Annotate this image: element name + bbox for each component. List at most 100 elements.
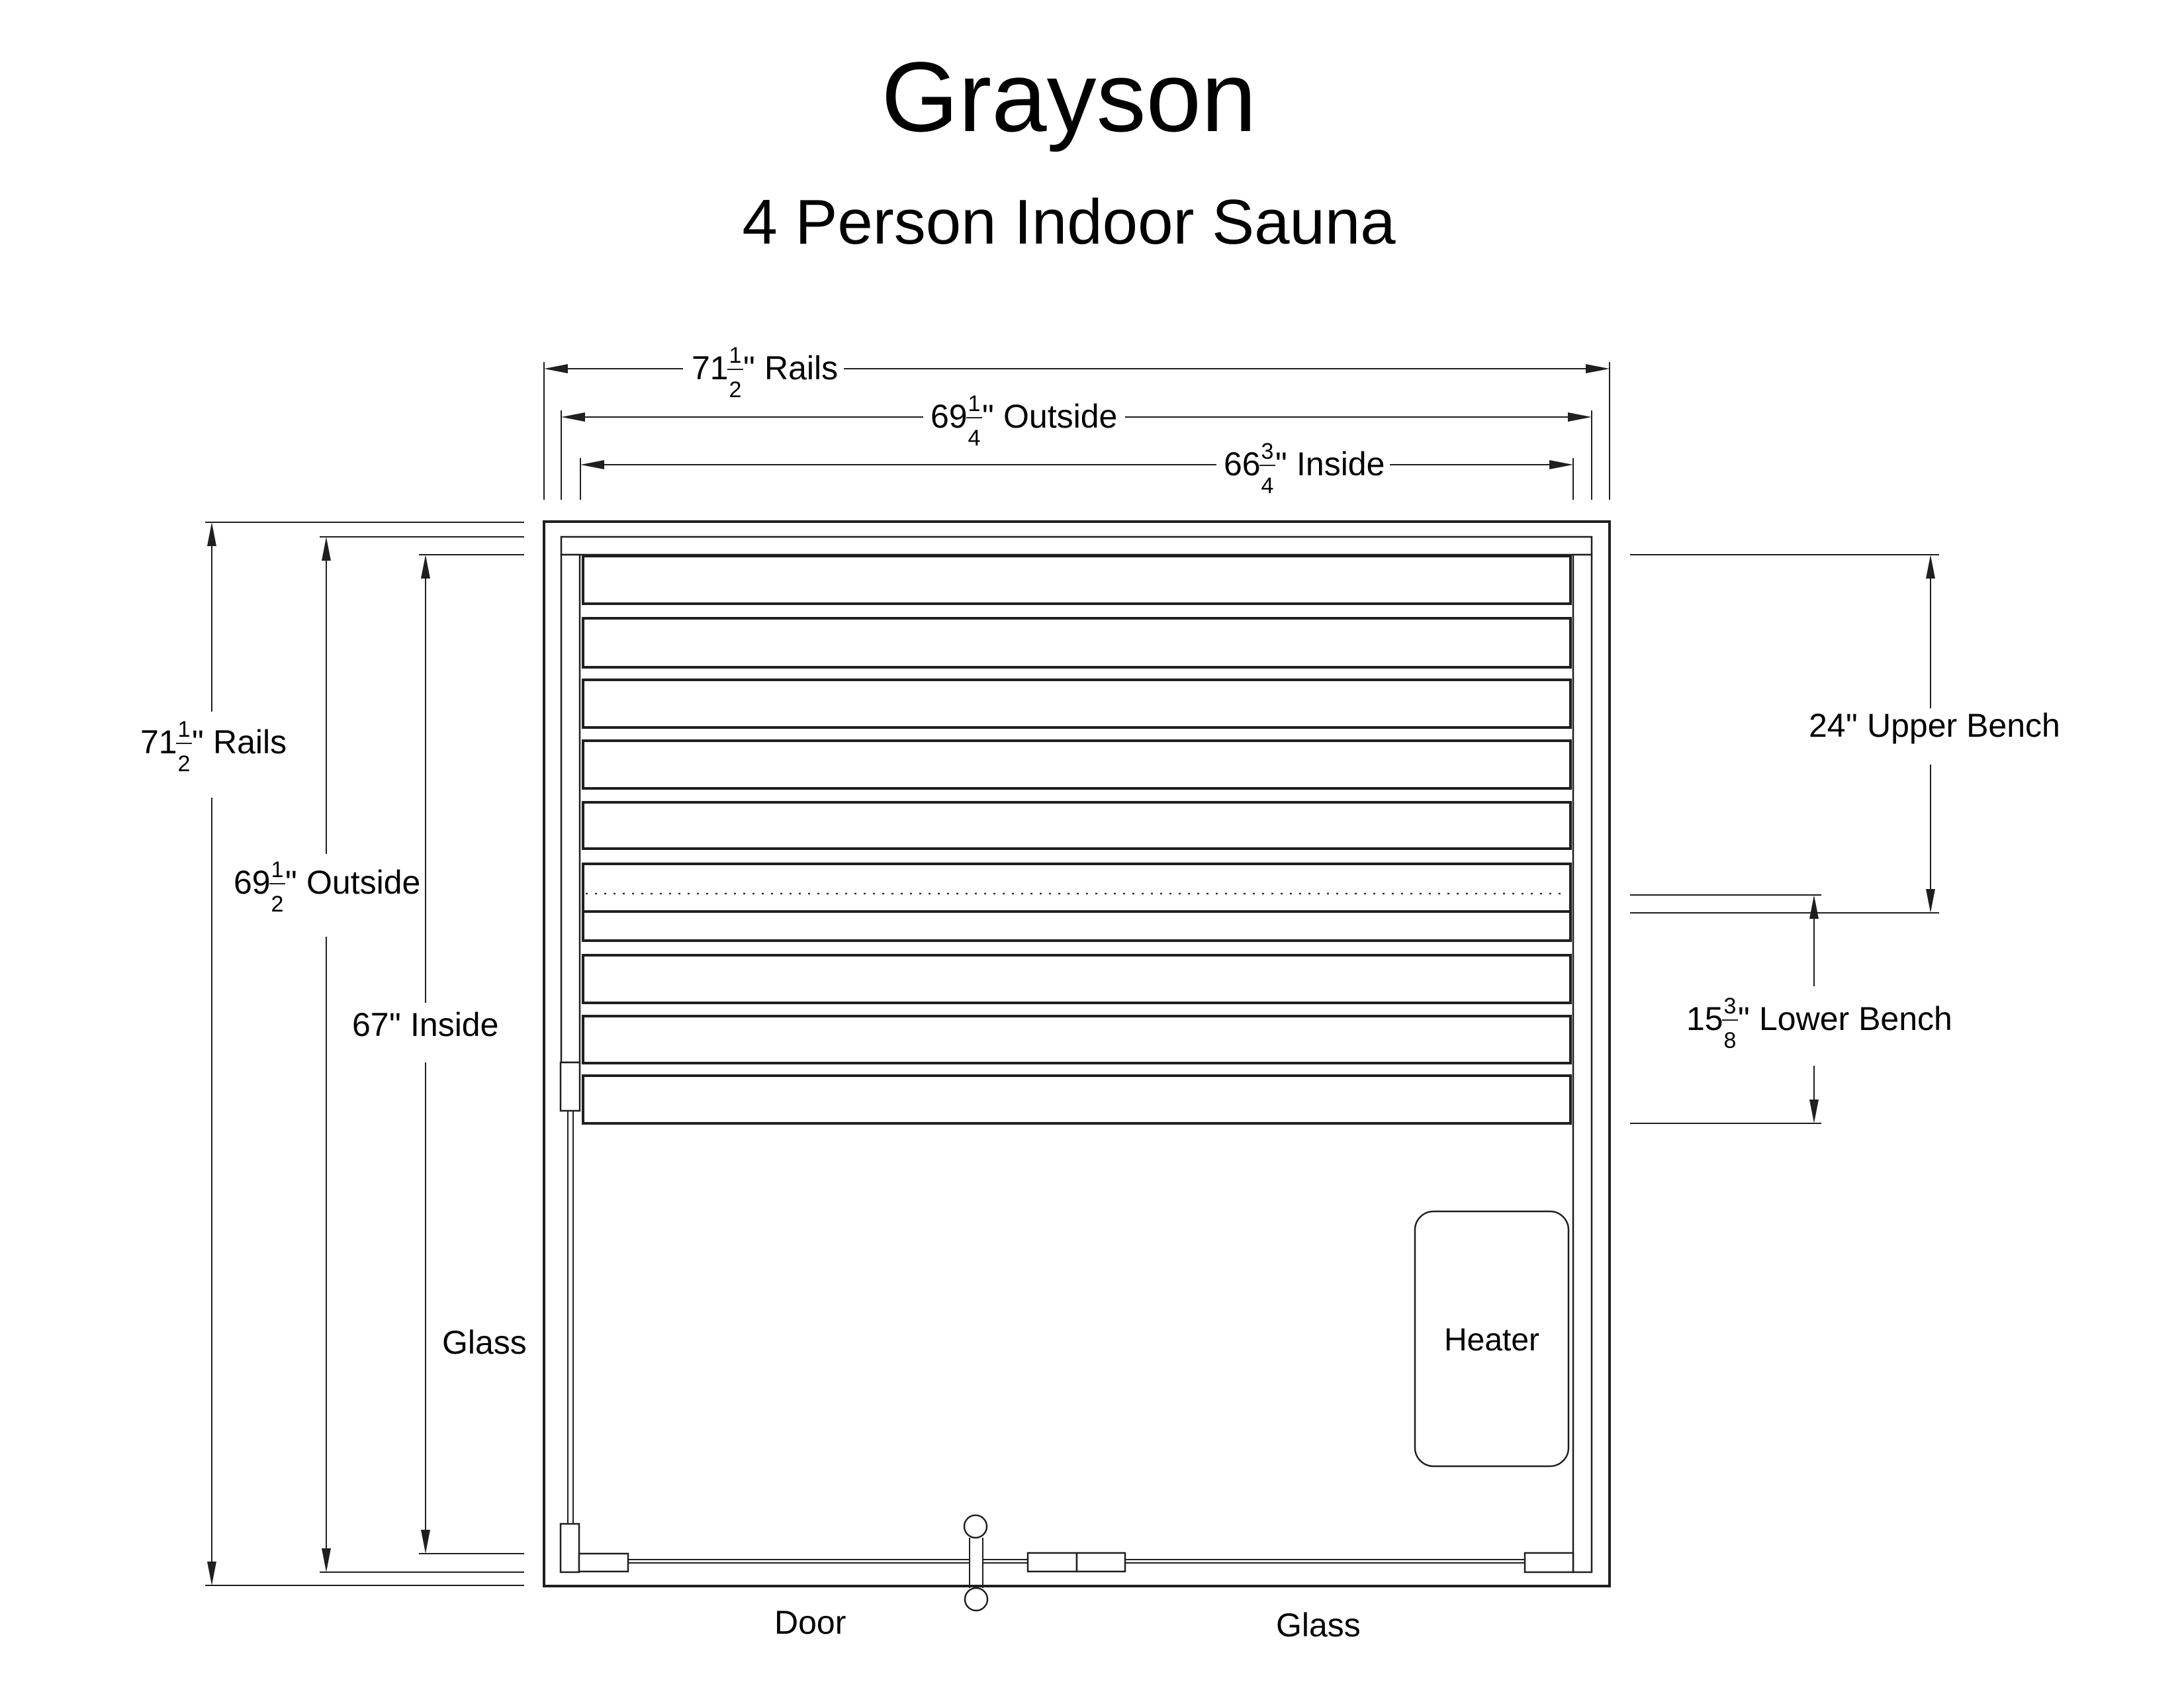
arrow-down-icon [421, 1530, 430, 1554]
dim-unit: " [1846, 707, 1858, 744]
arrow-left-icon [544, 364, 568, 373]
corner-post [559, 1523, 580, 1573]
dim-frac-num: 3 [1261, 439, 1274, 464]
dim-value: 15 [1686, 1000, 1723, 1037]
dim-label: Lower Bench [1759, 1000, 1952, 1037]
heater-label: Heater [1444, 1323, 1539, 1358]
bench-slat [582, 1074, 1572, 1125]
bench-slat [582, 679, 1572, 729]
extension-lines-left [205, 522, 524, 1586]
page-subtitle: 4 Person Indoor Sauna [742, 187, 1396, 258]
bench-slat [582, 617, 1572, 669]
dim-unit: " [982, 398, 994, 435]
dim-left-inside: 67 " Inside [352, 555, 498, 1554]
left-wall-post [559, 1061, 581, 1112]
dim-label: Outside [306, 864, 420, 901]
left-glass-label: Glass [442, 1324, 527, 1361]
dim-frac-den: 2 [729, 377, 742, 402]
arrow-right-icon [1586, 364, 1610, 373]
dim-label: Outside [1003, 398, 1117, 435]
outer-rails-outline [543, 520, 1611, 1587]
door-hinge-block [578, 1552, 629, 1573]
bench-slat [582, 863, 1572, 913]
arrow-left-icon [561, 412, 585, 422]
title-block: Grayson 4 Person Indoor Sauna [742, 41, 1396, 258]
bench-slat [582, 739, 1572, 790]
dim-label: Upper Bench [1867, 707, 2060, 744]
door-handle [963, 1514, 989, 1612]
sauna-structure [543, 520, 1611, 1612]
door-handle-bar [969, 1538, 983, 1588]
dim-label: Rails [213, 724, 287, 761]
arrow-up-icon [1809, 895, 1819, 919]
arrow-up-icon [322, 537, 331, 561]
dim-value: 71 [692, 350, 729, 387]
dim-frac-num: 1 [968, 391, 981, 416]
dim-unit: " [743, 350, 755, 387]
arrow-down-icon [1926, 889, 1935, 913]
dim-value: 24 [1809, 707, 1846, 744]
dim-value: 69 [234, 864, 271, 901]
dim-right-lower-bench: 15 3 8 " Lower Bench [1686, 895, 1952, 1123]
dim-frac-num: 1 [271, 857, 284, 882]
dim-frac-den: 8 [1724, 1028, 1737, 1053]
arrow-right-icon [1549, 460, 1573, 469]
bench-slat [582, 555, 1572, 605]
glass-end-block [1524, 1552, 1574, 1573]
extension-lines-right [1630, 554, 1939, 1124]
dim-frac-den: 2 [178, 751, 191, 776]
dim-value: 69 [931, 398, 968, 435]
arrow-down-icon [207, 1562, 216, 1585]
dim-unit: " [285, 864, 297, 901]
dim-label: Inside [410, 1006, 498, 1043]
front-glass-door-line [628, 1559, 1525, 1564]
dim-frac-num: 3 [1724, 994, 1737, 1019]
dim-top-outside: 69 1 4 " Outside [561, 391, 1592, 451]
dim-value: 66 [1224, 445, 1261, 483]
left-wall [560, 553, 581, 1064]
door-label: Door [774, 1604, 846, 1641]
bench-slat [582, 801, 1572, 850]
arrow-right-icon [1568, 412, 1592, 422]
right-wall [1572, 553, 1593, 1573]
dim-value: 67 [352, 1006, 389, 1043]
bench-slat [582, 954, 1572, 1004]
dim-top-inside: 66 3 4 " Inside [580, 439, 1573, 498]
heater: Heater [1414, 1210, 1570, 1468]
door-handle-knob-top [963, 1514, 988, 1539]
page-title: Grayson [882, 41, 1257, 152]
bench-slats [582, 555, 1572, 1125]
dim-frac-den: 4 [968, 426, 981, 451]
dim-unit: " [1738, 1000, 1750, 1037]
front-glass-label: Glass [1276, 1607, 1361, 1644]
dim-unit: " [389, 1006, 401, 1043]
door-latch-block-left [1026, 1552, 1078, 1573]
dim-right-upper-bench: 24 " Upper Bench [1809, 555, 2060, 913]
bench-slat-narrow [582, 910, 1572, 942]
bench-slat [582, 1015, 1572, 1064]
arrow-down-icon [1809, 1100, 1819, 1123]
left-glass-panel [567, 1111, 574, 1524]
dim-top-rails: 71 1 2 " Rails [544, 343, 1610, 402]
arrow-up-icon [1926, 555, 1935, 579]
heater-outline [1414, 1210, 1570, 1468]
arrow-down-icon [322, 1548, 331, 1572]
dim-unit: " [1275, 445, 1287, 483]
dim-frac-num: 1 [178, 717, 191, 742]
door-latch-block-right [1075, 1552, 1126, 1573]
arrow-up-icon [207, 522, 216, 546]
dim-label: Rails [764, 350, 838, 387]
dim-label: Inside [1297, 445, 1385, 483]
dim-left-rails: 71 1 2 " Rails [140, 522, 287, 1585]
arrow-up-icon [421, 555, 430, 579]
dim-value: 71 [140, 724, 177, 761]
dim-frac-num: 1 [729, 343, 742, 368]
door-handle-knob-bottom [964, 1587, 989, 1612]
extension-lines-top [543, 362, 1610, 500]
dim-frac-den: 4 [1261, 473, 1274, 498]
arrow-left-icon [580, 460, 604, 469]
dim-frac-den: 2 [271, 892, 284, 917]
top-wall [560, 536, 1593, 556]
dim-left-outside: 69 1 2 " Outside [234, 537, 420, 1572]
